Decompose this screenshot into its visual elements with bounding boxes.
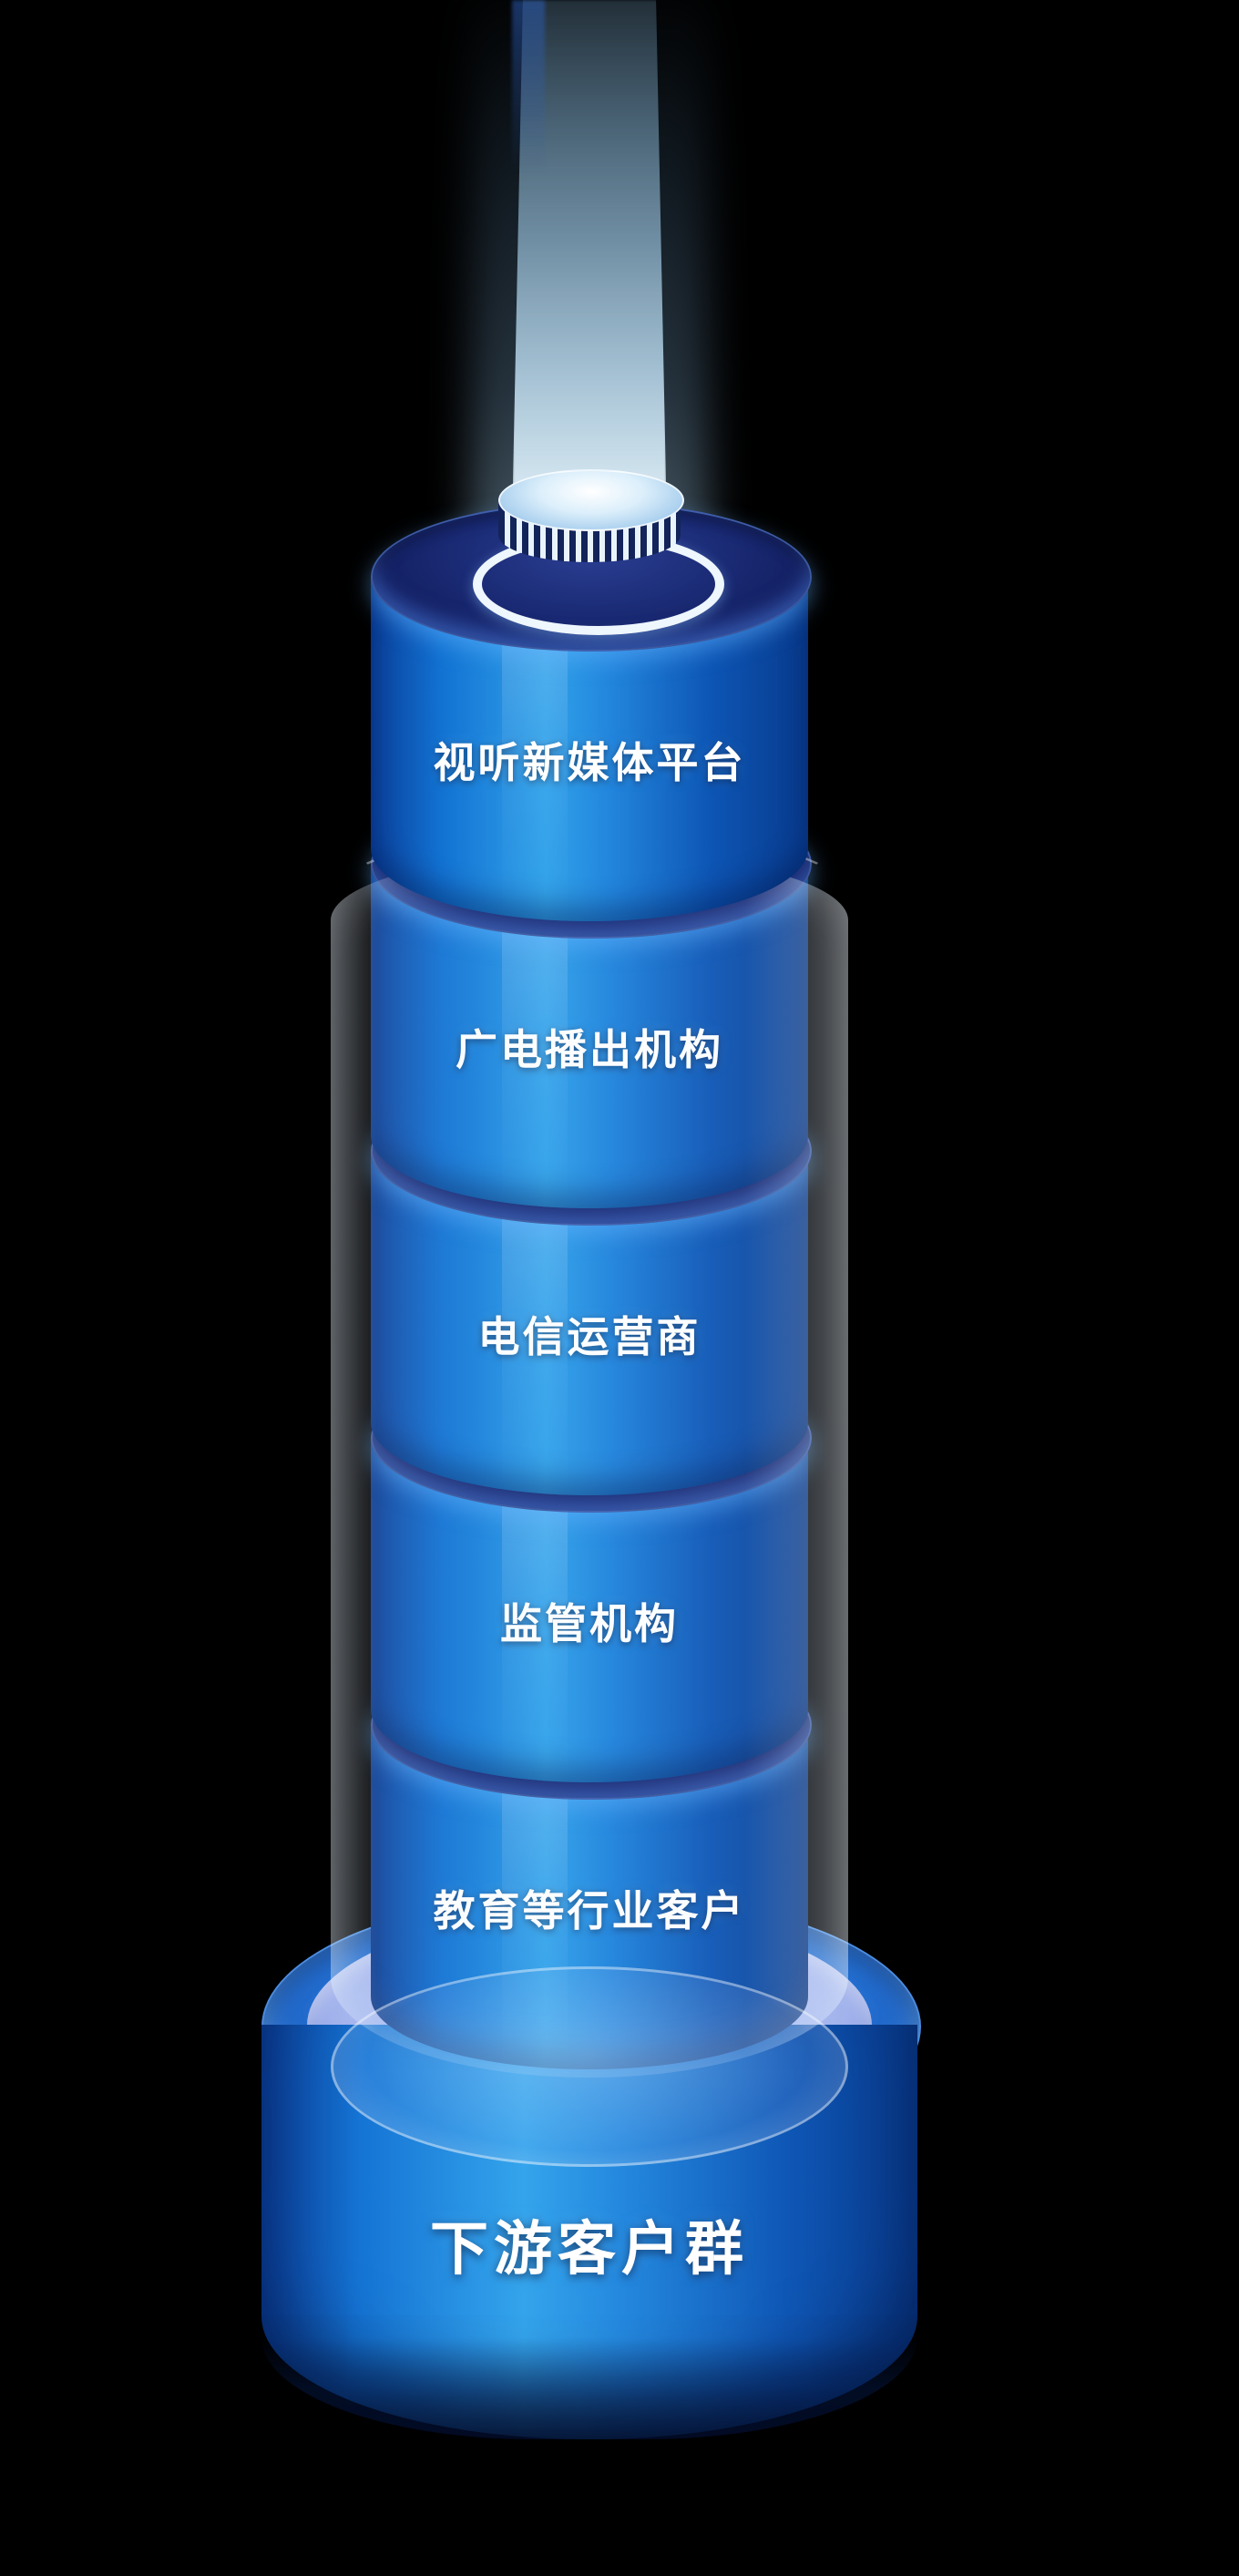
layer-label: 视听新媒体平台 [433,739,746,786]
layer-label: 广电播出机构 [371,1017,808,1077]
glass-tube [331,852,848,2078]
base-label: 下游客户群 [430,2216,749,2282]
base-bottom-rim [261,2337,917,2439]
cap-top-face [498,469,684,531]
glass-tube-bottom-rim [331,1966,848,2167]
layer-label: 教育等行业客户 [371,1878,808,1938]
light-beam-edge [512,0,545,173]
base-cylinder-body: 下游客户群 [261,2025,917,2439]
